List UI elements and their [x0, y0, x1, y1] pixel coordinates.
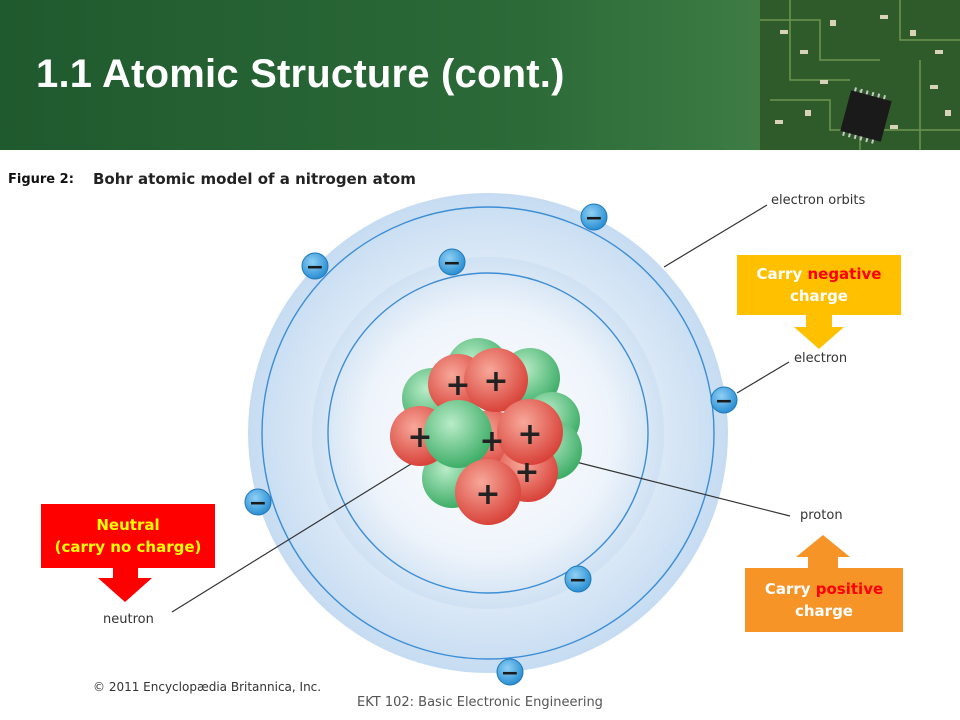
label-electron: electron — [794, 351, 848, 366]
callout-highlight: positive — [815, 580, 884, 598]
callout-text: charge — [789, 287, 848, 305]
electron-minus: − — [443, 251, 461, 276]
electron — [301, 252, 329, 280]
electron-minus: − — [715, 389, 733, 414]
callout-text: (carry no charge) — [54, 538, 202, 556]
neutral-callout-arrow — [98, 568, 152, 602]
orbits-pointer-line — [663, 204, 768, 268]
electron-minus: − — [501, 661, 519, 686]
nucleus — [390, 338, 582, 525]
proton — [455, 459, 521, 525]
electron — [244, 488, 272, 516]
neutron-pointer-line — [171, 445, 441, 613]
proton-plus: + — [407, 420, 432, 455]
inner-orbit — [327, 272, 649, 594]
proton-pointer-line — [567, 459, 791, 517]
electron-minus: − — [306, 255, 324, 280]
electron-minus: − — [249, 491, 267, 516]
callout-text: charge — [794, 602, 853, 620]
electrons — [244, 203, 738, 686]
negative-charge-callout: Carry negative charge — [737, 255, 901, 315]
callout-text: Carry — [764, 580, 816, 598]
electron — [564, 565, 592, 593]
callout-text: Carry — [756, 265, 808, 283]
proton-plus: + — [479, 424, 504, 459]
electron-minus: − — [569, 568, 587, 593]
neutron — [424, 400, 492, 468]
callout-text: Neutral — [96, 516, 160, 534]
label-proton: proton — [800, 508, 843, 523]
slide-header: 1.1 Atomic Structure (cont.) — [0, 0, 960, 150]
electron — [496, 658, 524, 686]
proton — [497, 399, 563, 465]
outer-orbit — [261, 206, 715, 660]
slide-title: 1.1 Atomic Structure (cont.) — [36, 52, 565, 96]
electron-pointer-line — [736, 361, 790, 394]
callout-highlight: negative — [807, 265, 882, 283]
electron — [580, 203, 608, 231]
neutral-callout: Neutral (carry no charge) — [41, 504, 215, 568]
proton-plus: + — [445, 368, 470, 403]
proton-plus: + — [517, 417, 542, 452]
proton-plus: + — [483, 364, 508, 399]
proton-plus: + — [514, 455, 539, 490]
positive-callout-arrow — [796, 535, 850, 568]
slide-footer: EKT 102: Basic Electronic Engineering — [357, 695, 603, 710]
proton-plus: + — [475, 477, 500, 512]
figure-caption: Bohr atomic model of a nitrogen atom — [93, 170, 416, 188]
label-neutron: neutron — [103, 612, 154, 627]
figure-label: Figure 2: — [8, 172, 74, 187]
positive-charge-callout: Carry positive charge — [745, 568, 903, 632]
label-electron-orbits: electron orbits — [771, 193, 866, 208]
figure-copyright: © 2011 Encyclopædia Britannica, Inc. — [93, 680, 322, 694]
electron — [710, 386, 738, 414]
proton — [464, 348, 528, 412]
electron — [438, 248, 466, 276]
electron-minus: − — [585, 206, 603, 231]
negative-callout-arrow — [794, 315, 844, 349]
circuit-board-image — [760, 0, 960, 150]
